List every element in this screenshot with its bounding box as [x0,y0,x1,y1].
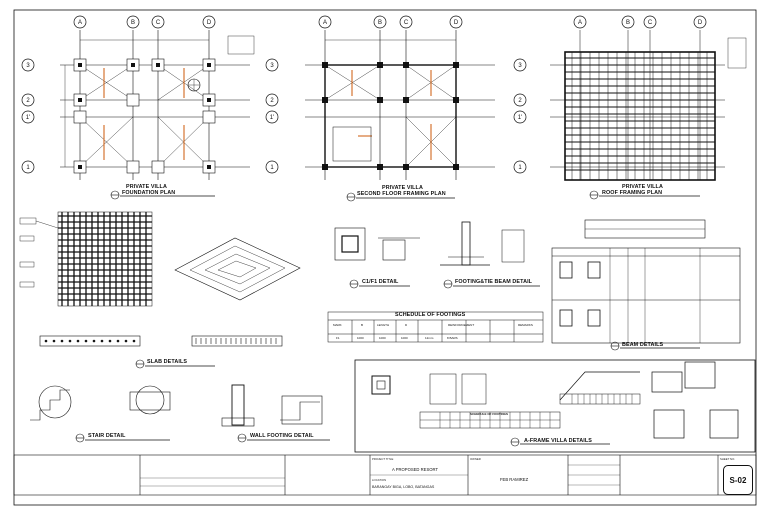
stair-wall-details [30,384,330,443]
grid-bubble-col: C [151,15,165,29]
svg-text:1: 1 [518,165,522,171]
schedule-header-remarks: REMARKS [518,323,533,327]
grid-bubble-row: 3 [265,58,279,72]
grid-bubble-row: 1 [513,160,527,174]
svg-text:C: C [404,20,409,26]
foundation-plan-title-1: PRIVATE VILLA [126,184,167,190]
grid-bubble-col: B [621,15,635,29]
svg-text:2: 2 [270,98,274,104]
grid-bubble-row: 1 [21,160,35,174]
foundation-plan [60,30,255,180]
grid-bubble-row: 2 [513,93,527,107]
svg-text:1': 1' [518,115,522,121]
schedule-header-b: B [361,323,364,327]
svg-text:C: C [156,20,161,26]
schedule-header-reinforcement: REINFORCEMENT [448,323,475,327]
wall-footing-detail-title: WALL FOOTING DETAIL [250,433,314,439]
schedule-cell-mark: F1 [336,336,340,340]
grid-bubble-row: 2 [265,93,279,107]
sheet-number: S-02 [723,465,753,495]
footing-schedule-title: SCHEDULE OF FOOTINGS [395,312,466,318]
second-floor-plan-title-1: PRIVATE VILLA [382,185,423,191]
schedule-header-length: LENGTH [377,323,390,327]
grid-bubble-col: D [693,15,707,29]
slab-detail [19,211,301,369]
grid-bubble-row: 1' [265,110,279,124]
svg-text:D: D [698,20,703,26]
svg-text:D: D [454,20,459,26]
grid-bubble-col: D [202,15,216,29]
svg-text:C: C [648,20,653,26]
footing-tie-beam-title: FOOTING&TIE BEAM DETAIL [455,279,533,285]
beam-details-title: BEAM DETAILS [622,342,664,348]
aframe-panel [354,359,756,453]
owner-label: OWNER [470,457,481,461]
grid-bubble-col: C [643,15,657,29]
project-title-label: PROJECT TITLE [372,457,394,461]
svg-text:D: D [207,20,212,26]
svg-text:1: 1 [26,165,30,171]
column-detail-title: C1/F1 DETAIL [362,279,399,285]
grid-bubble-row: 2 [21,93,35,107]
schedule-header-mark: MARK [333,323,342,327]
grid-bubble-row: 3 [513,58,527,72]
grid-bubble-col: D [449,15,463,29]
aframe-details-title: A-FRAME VILLA DETAILS [524,438,592,444]
roof-plan-title-1: PRIVATE VILLA [622,184,663,190]
foundation-plan-title-2: FOUNDATION PLAN [122,190,176,196]
svg-text:2: 2 [518,98,522,104]
svg-text:3: 3 [270,63,274,69]
svg-text:2: 2 [26,98,30,104]
grid-bubble-row: 3 [21,58,35,72]
grid-bubble-col: A [73,15,87,29]
grid-bubble-col: B [126,15,140,29]
svg-text:B: B [131,20,135,26]
second-floor-plan-title-2: SECOND FLOOR FRAMING PLAN [357,191,446,197]
roof-plan [550,30,747,181]
owner-value: FEB RAMIREZ [500,477,529,482]
schedule-cell-bar: 12mm [425,336,434,340]
grid-bubble-row: 1 [265,160,279,174]
project-title-value: A PROPOSED RESORT [392,467,438,472]
svg-text:1': 1' [270,115,274,121]
grid-bubble-row: 1' [21,110,35,124]
svg-text:1: 1 [270,165,274,171]
column-footing-details [334,221,540,289]
second-floor-plan [305,30,495,180]
schedule-cell-d: 1000 [401,336,408,340]
title-block [13,454,757,496]
footing-schedule-table [327,311,544,343]
schedule-header-d: D [405,323,408,327]
svg-text:3: 3 [26,63,30,69]
grid-bubble-col: A [573,15,587,29]
slab-details-title: SLAB DETAILS [147,359,188,365]
svg-text:A: A [78,20,82,26]
schedule-cell-qty: 8 BARS [447,336,458,340]
small-schedule-title: SCHEDULE OF FOOTINGS [470,412,509,416]
grid-bubble-col: A [318,15,332,29]
svg-text:A: A [578,20,582,26]
svg-text:B: B [378,20,382,26]
grid-bubbles: A B C D 3 2 1' 1 A B C D 3 2 1' 1 A B C D 3 2 1' 1 [21,15,707,174]
sheet-label: SHEET NO. [720,457,736,461]
grid-bubble-row: 1' [513,110,527,124]
svg-text:A: A [323,20,327,26]
svg-text:B: B [626,20,630,26]
grid-bubble-col: C [399,15,413,29]
roof-plan-title-2: ROOF FRAMING PLAN [602,190,663,196]
location-value: BARANGAY BIGA, LOBO, BATANGAS [372,485,435,489]
svg-text:1': 1' [26,115,30,121]
schedule-cell-b: 1000 [357,336,364,340]
location-label: LOCATION [372,478,387,482]
beam-detail [551,219,741,351]
grid-bubble-col: B [373,15,387,29]
stair-detail-title: STAIR DETAIL [88,433,126,439]
svg-text:3: 3 [518,63,522,69]
schedule-cell-length: 1000 [379,336,386,340]
